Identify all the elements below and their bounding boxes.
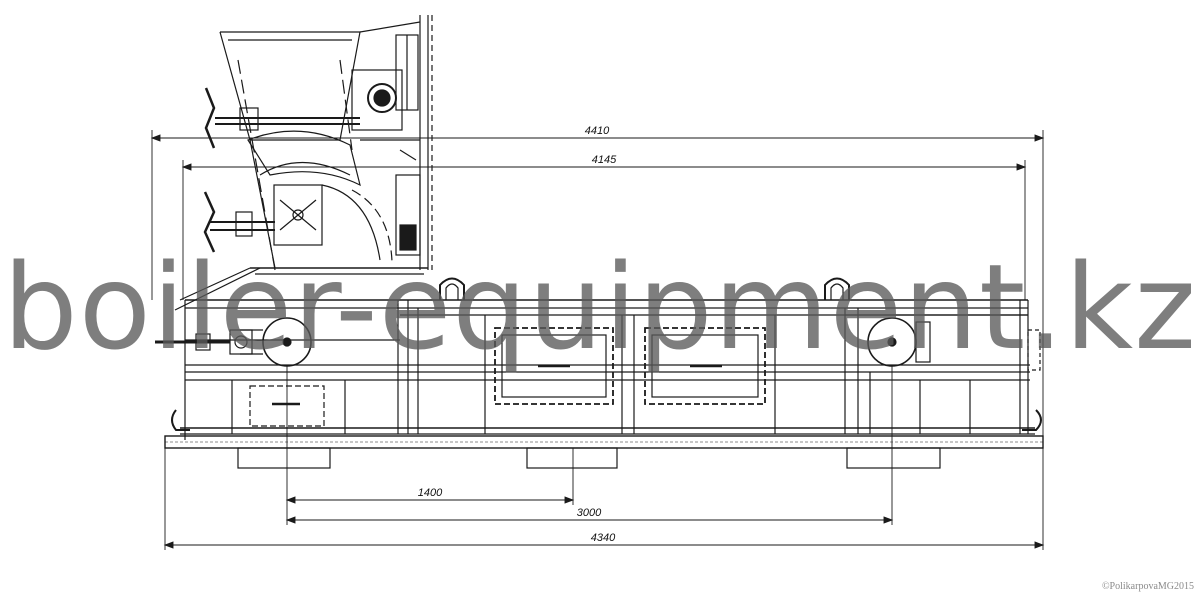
hopper-assembly <box>174 15 433 311</box>
conveyor-frame <box>164 299 1044 469</box>
inspection-hatch <box>249 327 766 427</box>
dimension-inner-top: 4145 <box>592 154 617 166</box>
dimension-lines <box>150 130 1045 550</box>
dimension-span-mid: 3000 <box>577 507 602 519</box>
dimension-overall-top: 4410 <box>585 125 610 137</box>
dimension-span-short: 1400 <box>418 487 443 499</box>
drive-pulley <box>155 317 1041 371</box>
copyright-credit: ©PolikarpovaMG2015 <box>1101 581 1194 592</box>
dimension-overall-bottom: 4340 <box>591 532 616 544</box>
lifting-lug <box>171 277 1042 431</box>
